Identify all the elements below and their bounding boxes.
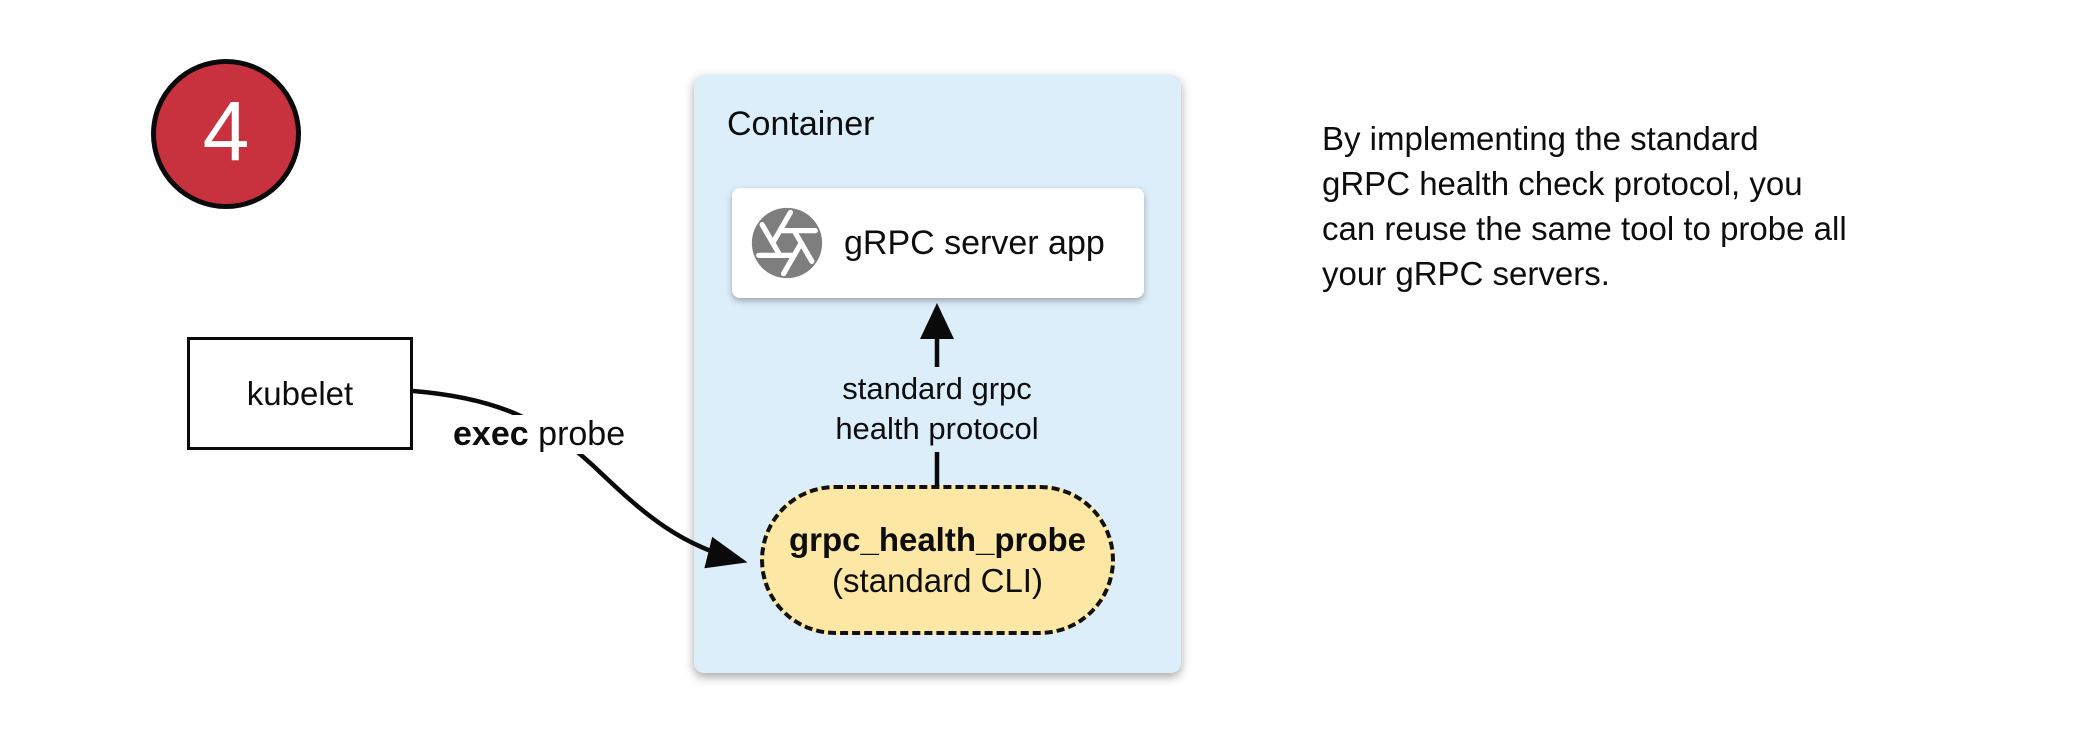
note-line: gRPC health check protocol, you xyxy=(1322,165,1803,202)
aperture-icon xyxy=(751,207,823,279)
step-number-badge: 4 xyxy=(151,59,301,209)
exec-probe-label-rest: probe xyxy=(538,415,626,453)
exec-probe-label-bold: exec xyxy=(453,415,529,453)
note-line: your gRPC servers. xyxy=(1322,255,1610,292)
protocol-label-line2: health protocol xyxy=(835,411,1039,446)
container-title: Container xyxy=(727,105,875,143)
container-box: Container gRPC server app grpc_health_pr… xyxy=(694,75,1181,673)
grpc-server-app-box: gRPC server app xyxy=(732,188,1144,298)
protocol-label-line1: standard grpc xyxy=(842,371,1032,406)
note-line: can reuse the same tool to probe all xyxy=(1322,210,1847,247)
grpc-server-app-label: gRPC server app xyxy=(844,223,1105,262)
note-line: By implementing the standard xyxy=(1322,120,1759,157)
protocol-arrow-label: standard grpc health protocol xyxy=(807,369,1067,449)
grpc-health-probe-title: grpc_health_probe xyxy=(788,521,1087,558)
kubelet-box: kubelet xyxy=(187,337,413,450)
kubelet-label: kubelet xyxy=(246,374,354,412)
note-text: By implementing the standard gRPC health… xyxy=(1322,116,1847,296)
grpc-health-probe-subtitle: (standard CLI) xyxy=(832,562,1043,599)
grpc-health-probe-box: grpc_health_probe (standard CLI) xyxy=(760,485,1115,635)
step-number: 4 xyxy=(202,84,250,178)
